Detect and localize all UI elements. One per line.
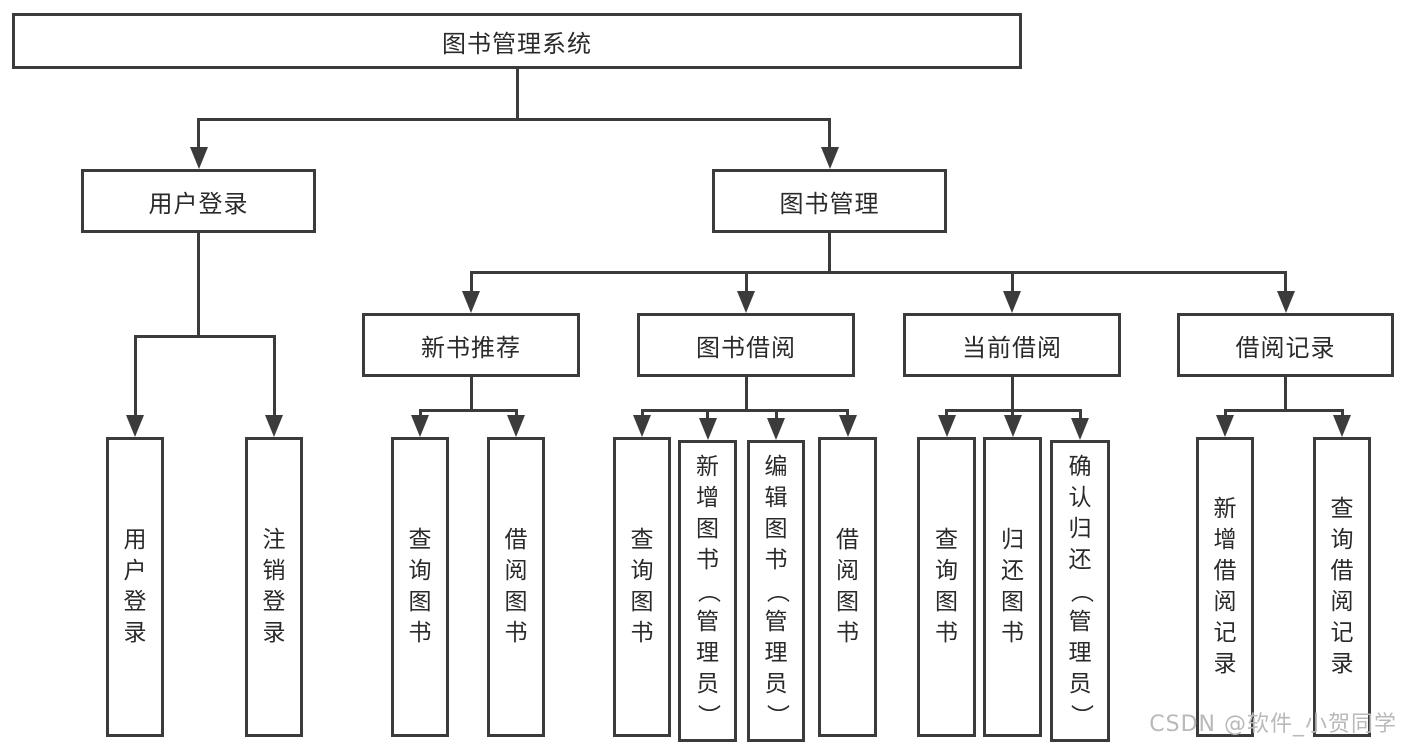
arrowhead-down (1003, 291, 1021, 313)
connector-bar (640, 408, 849, 412)
node-box-leaf-confirm-return: 确认归还（管理员） (1050, 440, 1110, 742)
connector-arrow-shaft (828, 119, 831, 149)
arrowhead-down (265, 415, 283, 437)
connector-arrow-shaft (744, 272, 748, 293)
node-box-leaf-query-book-1: 查询图书 (391, 437, 449, 737)
connector-arrow-shaft (640, 410, 644, 417)
arrowhead-down (1071, 418, 1089, 440)
arrowhead-down (507, 415, 525, 437)
node-box-book-borrow: 图书借阅 (637, 313, 855, 377)
arrowhead-down (1276, 291, 1295, 313)
node-label-leaf-add-book: 新增图书（管理员） (695, 453, 721, 727)
connector-bar (418, 408, 518, 412)
node-box-new-book-rec: 新书推荐 (362, 313, 580, 377)
node-label-leaf-logout: 注销登录 (262, 527, 286, 646)
node-label-leaf-borrow-book-2: 借阅图书 (836, 527, 859, 646)
node-label-new-book-rec: 新书推荐 (421, 333, 521, 362)
arrowhead-down (1216, 415, 1234, 437)
node-label-user-login: 用户登录 (148, 189, 249, 218)
node-label-leaf-query-book-2: 查询图书 (630, 527, 654, 646)
connector-arrow-shaft (1011, 410, 1014, 417)
node-box-leaf-return-book: 归还图书 (983, 437, 1042, 737)
node-label-leaf-borrow-book-1: 借阅图书 (504, 527, 528, 646)
arrowhead-down (737, 291, 755, 313)
node-label-borrow-records: 借阅记录 (1235, 333, 1336, 362)
connector-bar (197, 117, 831, 121)
node-box-borrow-records: 借阅记录 (1177, 313, 1394, 377)
connector-arrow-shaft (418, 410, 422, 417)
node-label-root: 图书管理系统 (442, 29, 592, 58)
node-label-leaf-query-record: 查询借阅记录 (1330, 496, 1354, 677)
connector-arrow-shaft (706, 410, 709, 420)
node-box-book-mgmt: 图书管理 (712, 169, 947, 233)
arrowhead-down (1003, 415, 1022, 437)
node-box-leaf-query-book-2: 查询图书 (613, 437, 671, 737)
arrowhead-down (462, 291, 480, 313)
node-label-leaf-confirm-return: 确认归还（管理员） (1067, 453, 1094, 727)
connector-bar (133, 334, 276, 338)
arrowhead-down (838, 415, 857, 437)
node-box-root: 图书管理系统 (12, 13, 1022, 69)
connector-arrow-shaft (1284, 272, 1287, 293)
arrowhead-down (411, 415, 429, 437)
arrowhead-down (189, 147, 208, 169)
node-label-leaf-query-book-1: 查询图书 (408, 527, 432, 646)
node-box-leaf-logout: 注销登录 (245, 437, 303, 737)
connector-arrow-shaft (1010, 272, 1014, 293)
node-box-leaf-query-record: 查询借阅记录 (1313, 437, 1371, 737)
connector-stem (1284, 377, 1287, 410)
arrowhead-down (698, 418, 717, 440)
node-label-leaf-return-book: 归还图书 (1001, 527, 1024, 646)
connector-arrow-shaft (469, 272, 473, 293)
connector-arrow-shaft (1223, 410, 1227, 417)
connector-arrow-shaft (197, 119, 200, 149)
connector-arrow-shaft (774, 410, 778, 420)
node-label-leaf-query-book-3: 查询图书 (935, 527, 958, 646)
connector-arrow-shaft (272, 336, 276, 417)
node-box-leaf-borrow-book-2: 借阅图书 (818, 437, 877, 737)
node-box-leaf-add-book: 新增图书（管理员） (678, 440, 737, 742)
node-label-current-borrow: 当前借阅 (962, 333, 1062, 362)
arrowhead-down (126, 415, 144, 437)
connector-arrow-shaft (945, 410, 948, 417)
connector-stem (828, 233, 831, 272)
node-box-user-login: 用户登录 (81, 169, 316, 233)
node-box-leaf-add-record: 新增借阅记录 (1196, 437, 1254, 737)
node-box-leaf-user-login: 用户登录 (106, 437, 164, 737)
connector-stem (1010, 377, 1014, 410)
connector-arrow-shaft (1078, 410, 1082, 420)
connector-bar (1223, 408, 1344, 412)
node-box-leaf-borrow-book-1: 借阅图书 (487, 437, 545, 737)
node-label-leaf-add-record: 新增借阅记录 (1213, 496, 1237, 677)
connector-bar (469, 270, 1287, 274)
connector-stem (197, 233, 200, 336)
arrowhead-down (767, 418, 785, 440)
connector-arrow-shaft (514, 410, 518, 417)
arrowhead-down (633, 415, 651, 437)
arrowhead-down (937, 415, 956, 437)
node-label-leaf-edit-book: 编辑图书（管理员） (763, 453, 790, 727)
watermark: CSDN @软件_小贺同学 (1149, 712, 1397, 737)
arrowhead-down (1333, 415, 1351, 437)
connector-arrow-shaft (133, 336, 137, 417)
node-label-book-mgmt: 图书管理 (779, 189, 880, 218)
node-box-current-borrow: 当前借阅 (903, 313, 1121, 377)
connector-stem (744, 377, 748, 410)
node-label-leaf-user-login: 用户登录 (123, 527, 147, 646)
connector-arrow-shaft (846, 410, 849, 417)
arrowhead-down (820, 147, 839, 169)
node-box-leaf-query-book-3: 查询图书 (917, 437, 976, 737)
connector-stem (515, 69, 519, 119)
node-label-book-borrow: 图书借阅 (696, 333, 796, 362)
connector-arrow-shaft (1340, 410, 1344, 417)
connector-stem (469, 377, 473, 410)
node-box-leaf-edit-book: 编辑图书（管理员） (747, 440, 805, 742)
